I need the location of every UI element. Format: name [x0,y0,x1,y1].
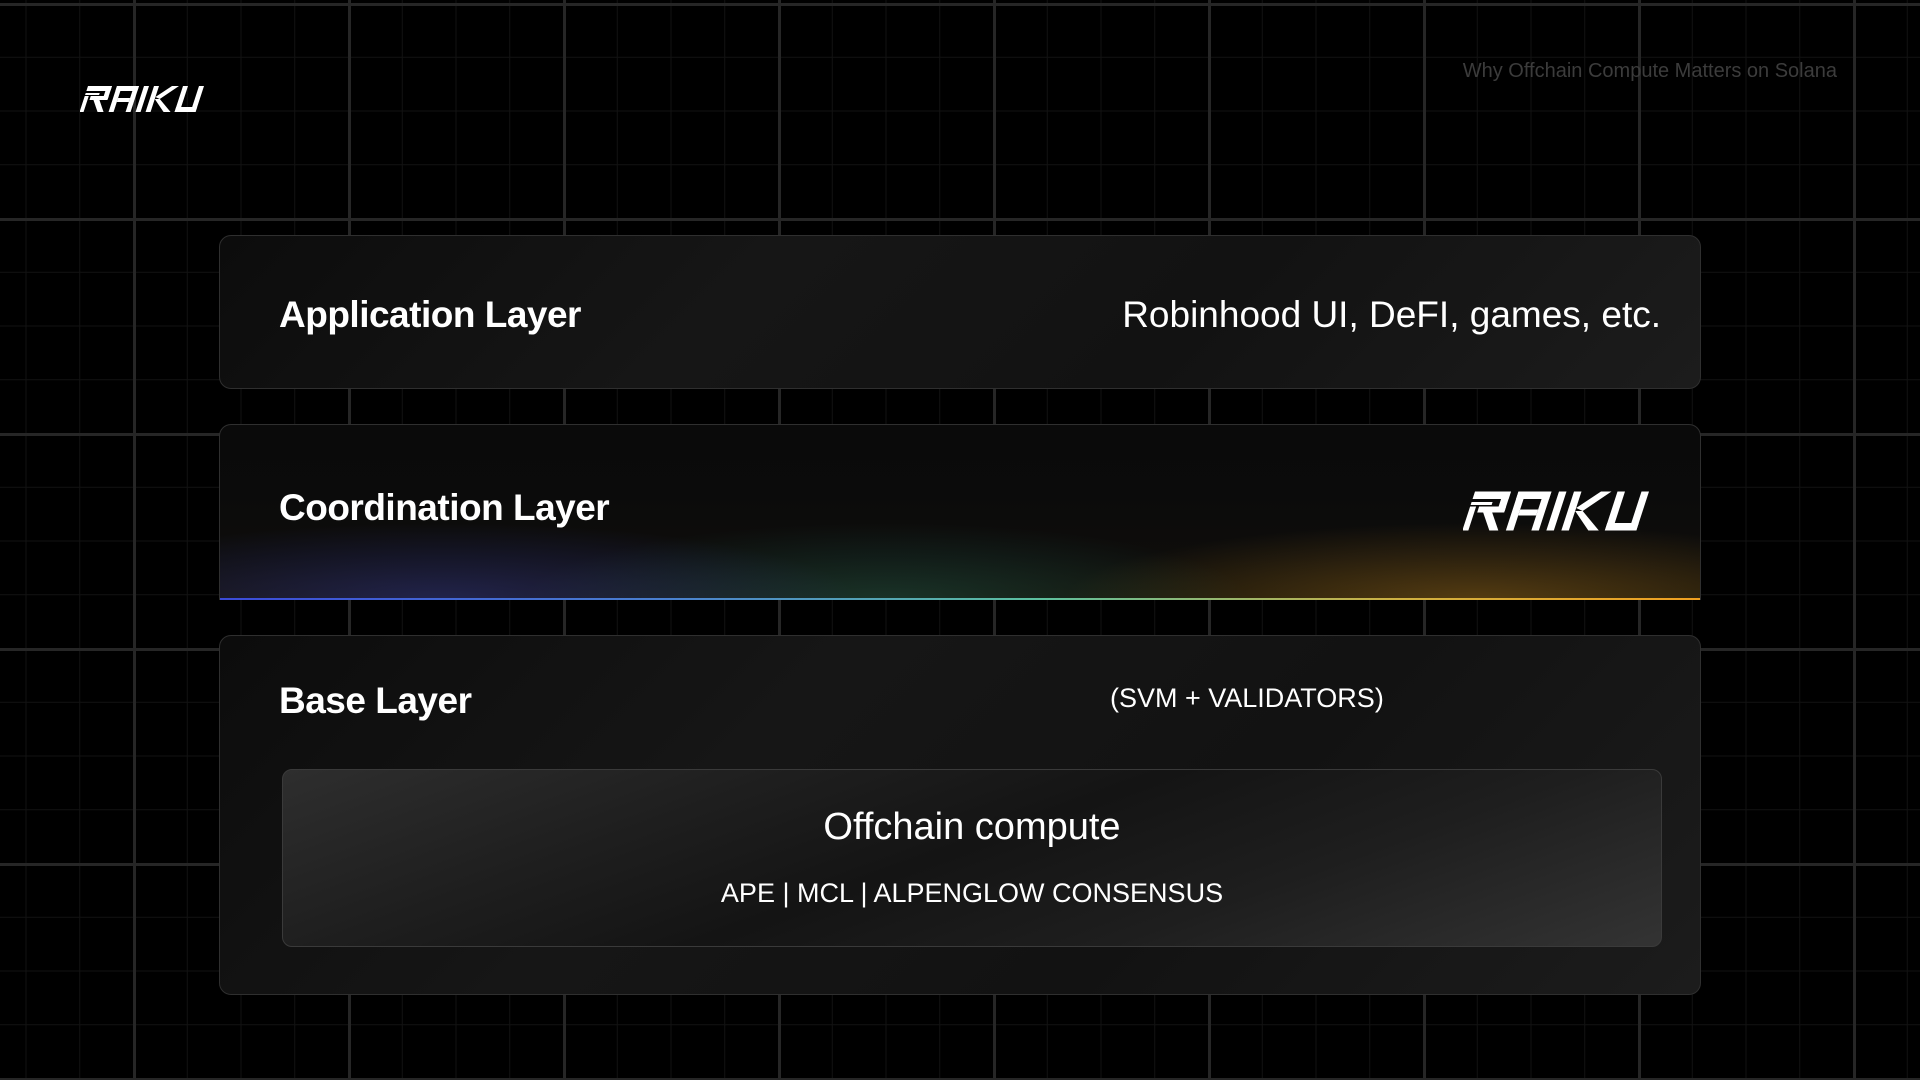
offchain-compute-box: Offchain compute APE | MCL | ALPENGLOW C… [282,769,1662,947]
coordination-accent-line [220,598,1700,600]
application-layer-description: Robinhood UI, DeFI, games, etc. [1122,294,1661,335]
base-layer-note: (SVM + VALIDATORS) [1110,683,1384,713]
coordination-layer-title: Coordination Layer [279,487,610,528]
offchain-compute-title: Offchain compute [823,806,1121,848]
coordination-layer-panel: Coordination Layer [219,424,1701,600]
application-layer-title: Application Layer [279,294,581,335]
coordination-raiku-logo [1463,491,1649,531]
base-layer-title: Base Layer [279,680,472,721]
base-layer-panel: Base Layer (SVM + VALIDATORS) Offchain c… [219,635,1701,995]
application-layer-panel: Application Layer Robinhood UI, DeFI, ga… [219,235,1701,389]
offchain-compute-subtitle: APE | MCL | ALPENGLOW CONSENSUS [720,878,1224,908]
slide-subtitle: Why Offchain Compute Matters on Solana [1462,60,1837,82]
raiku-logo [80,86,204,112]
coordination-glow [220,490,1700,600]
